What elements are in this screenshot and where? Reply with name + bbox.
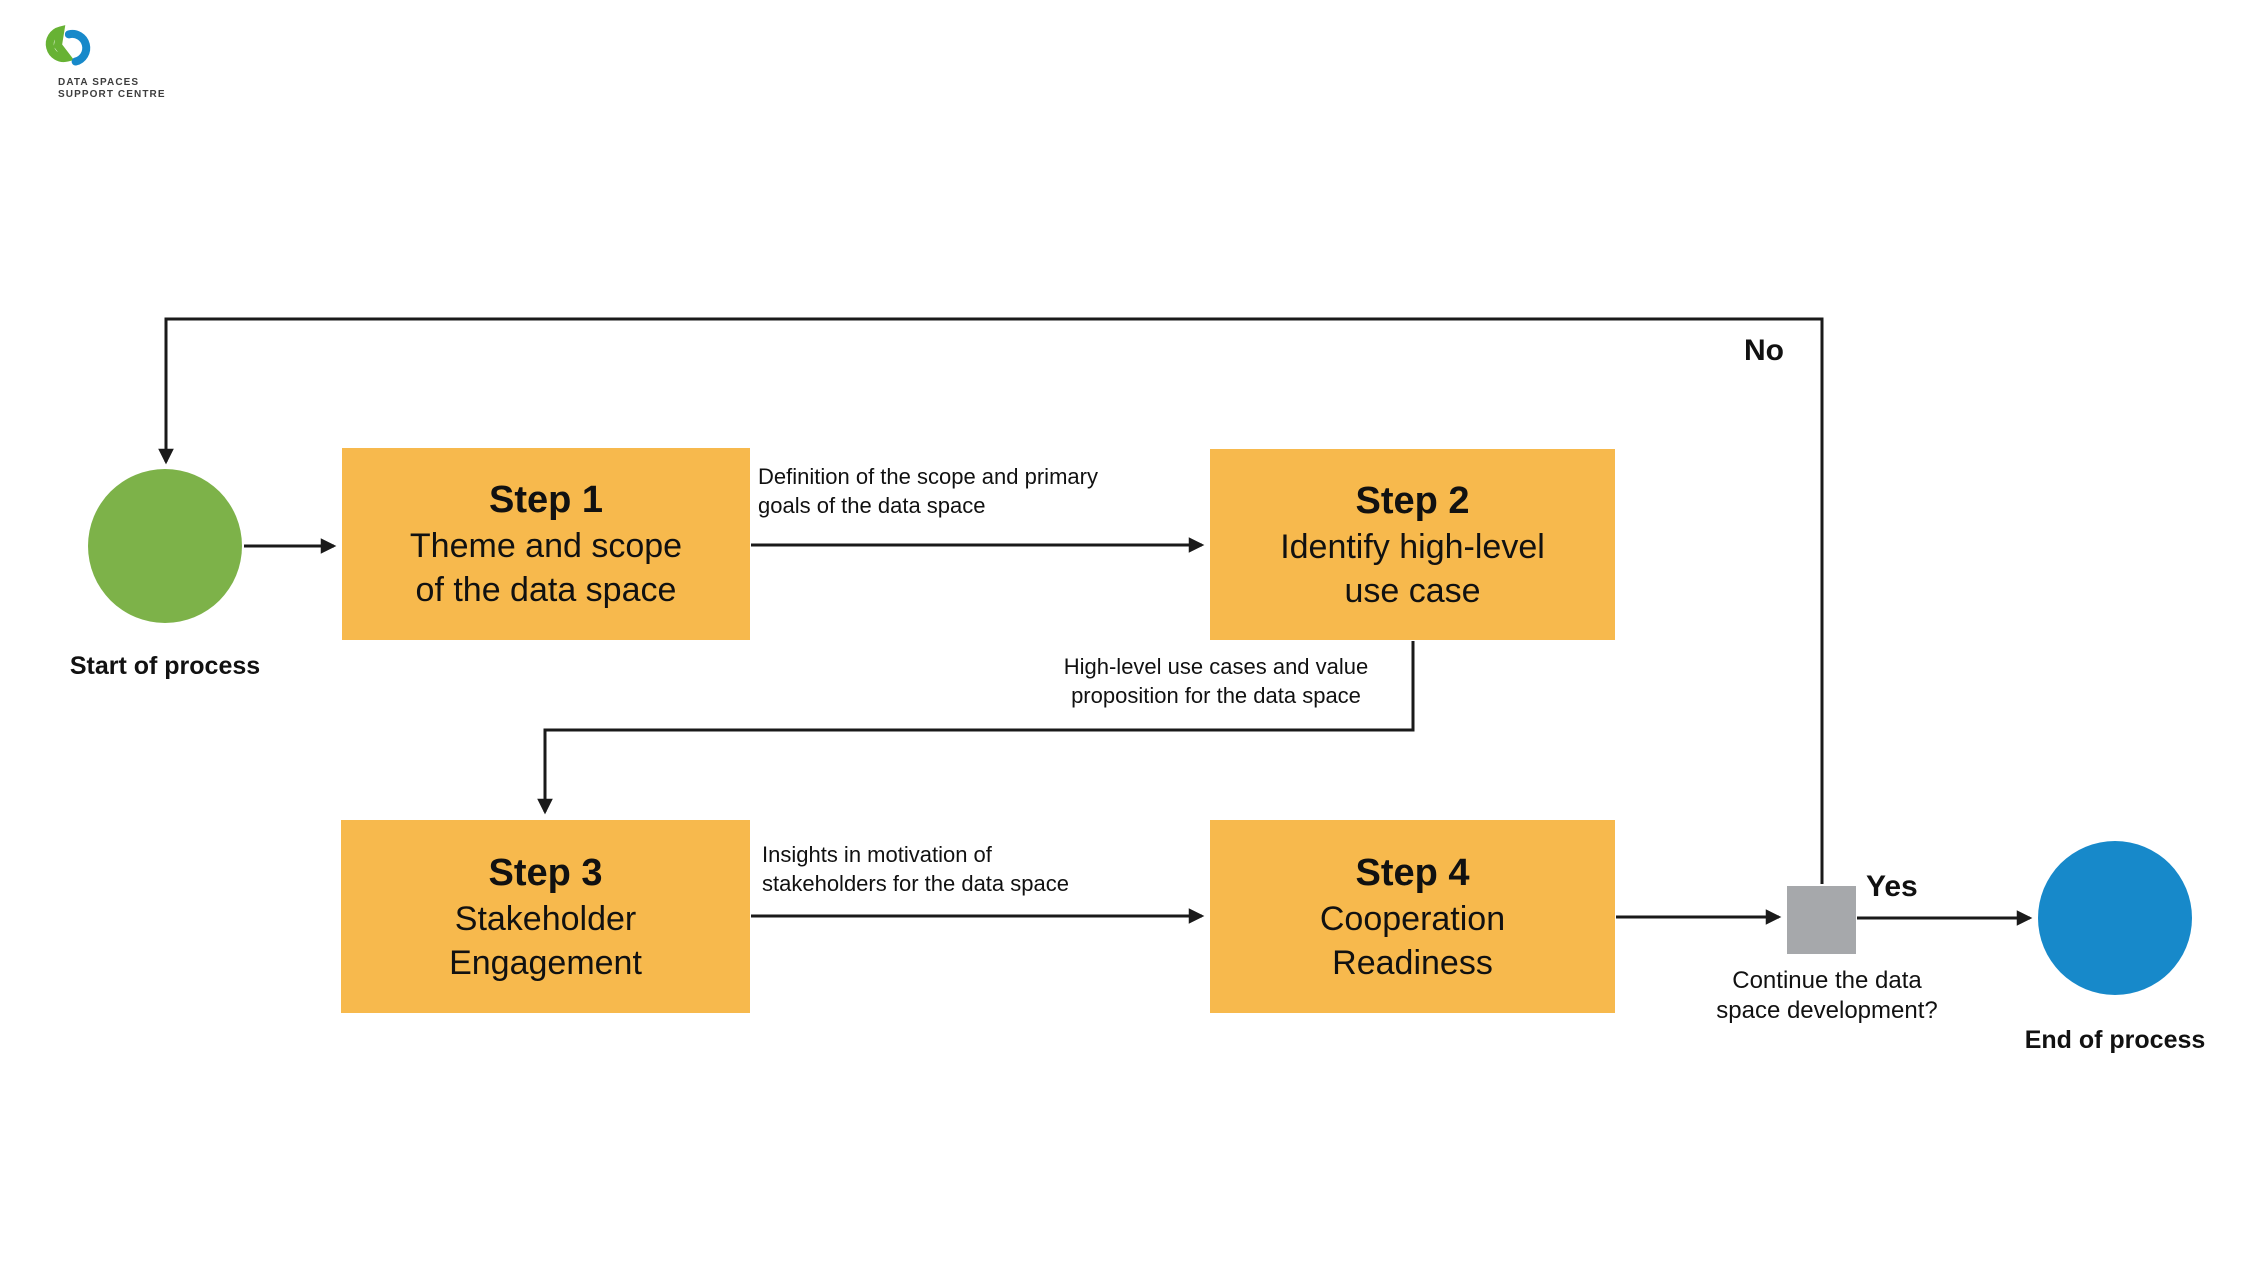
end-node-label: End of process xyxy=(2024,1026,2206,1054)
logo-line1: DATA SPACES xyxy=(58,77,140,88)
no-branch-label: No xyxy=(1744,334,1784,367)
step2-title: Step 2 xyxy=(1355,479,1470,522)
step2-body: Identify high-level use case xyxy=(1280,527,1545,610)
step4-box: Step 4 Cooperation Readiness xyxy=(1210,820,1615,1013)
dssc-logo: DATA SPACES SUPPORT CENTRE xyxy=(34,20,165,100)
decision-question: Continue the data space development? xyxy=(1716,967,1938,1024)
step3-body: Stakeholder Engagement xyxy=(449,899,642,982)
dssc-logo-text: DATA SPACES SUPPORT CENTRE xyxy=(58,77,166,101)
edge-label-step1-step2: Definition of the scope and primary goal… xyxy=(758,464,1098,518)
step1-box: Step 1 Theme and scope of the data space xyxy=(342,448,750,640)
logo-line2: SUPPORT CENTRE xyxy=(58,89,166,100)
start-node-label: Start of process xyxy=(69,652,261,680)
step3-box: Step 3 Stakeholder Engagement xyxy=(341,820,750,1013)
step4-title: Step 4 xyxy=(1355,851,1470,894)
start-node xyxy=(88,469,242,623)
edge-label-step3-step4: Insights in motivation of stakeholders f… xyxy=(762,842,1069,896)
step1-title: Step 1 xyxy=(488,479,604,521)
step2-box: Step 2 Identify high-level use case xyxy=(1210,449,1615,640)
yes-branch-label: Yes xyxy=(1866,870,1918,903)
decision-node xyxy=(1787,886,1856,954)
step4-body: Cooperation Readiness xyxy=(1319,899,1506,982)
step1-body: Theme and scope of the data space xyxy=(409,527,683,609)
end-node xyxy=(2038,841,2192,995)
step3-title: Step 3 xyxy=(488,851,603,894)
dssc-logo-icon xyxy=(45,25,91,66)
edge-label-step2-step3: High-level use cases and value propositi… xyxy=(1063,654,1369,708)
